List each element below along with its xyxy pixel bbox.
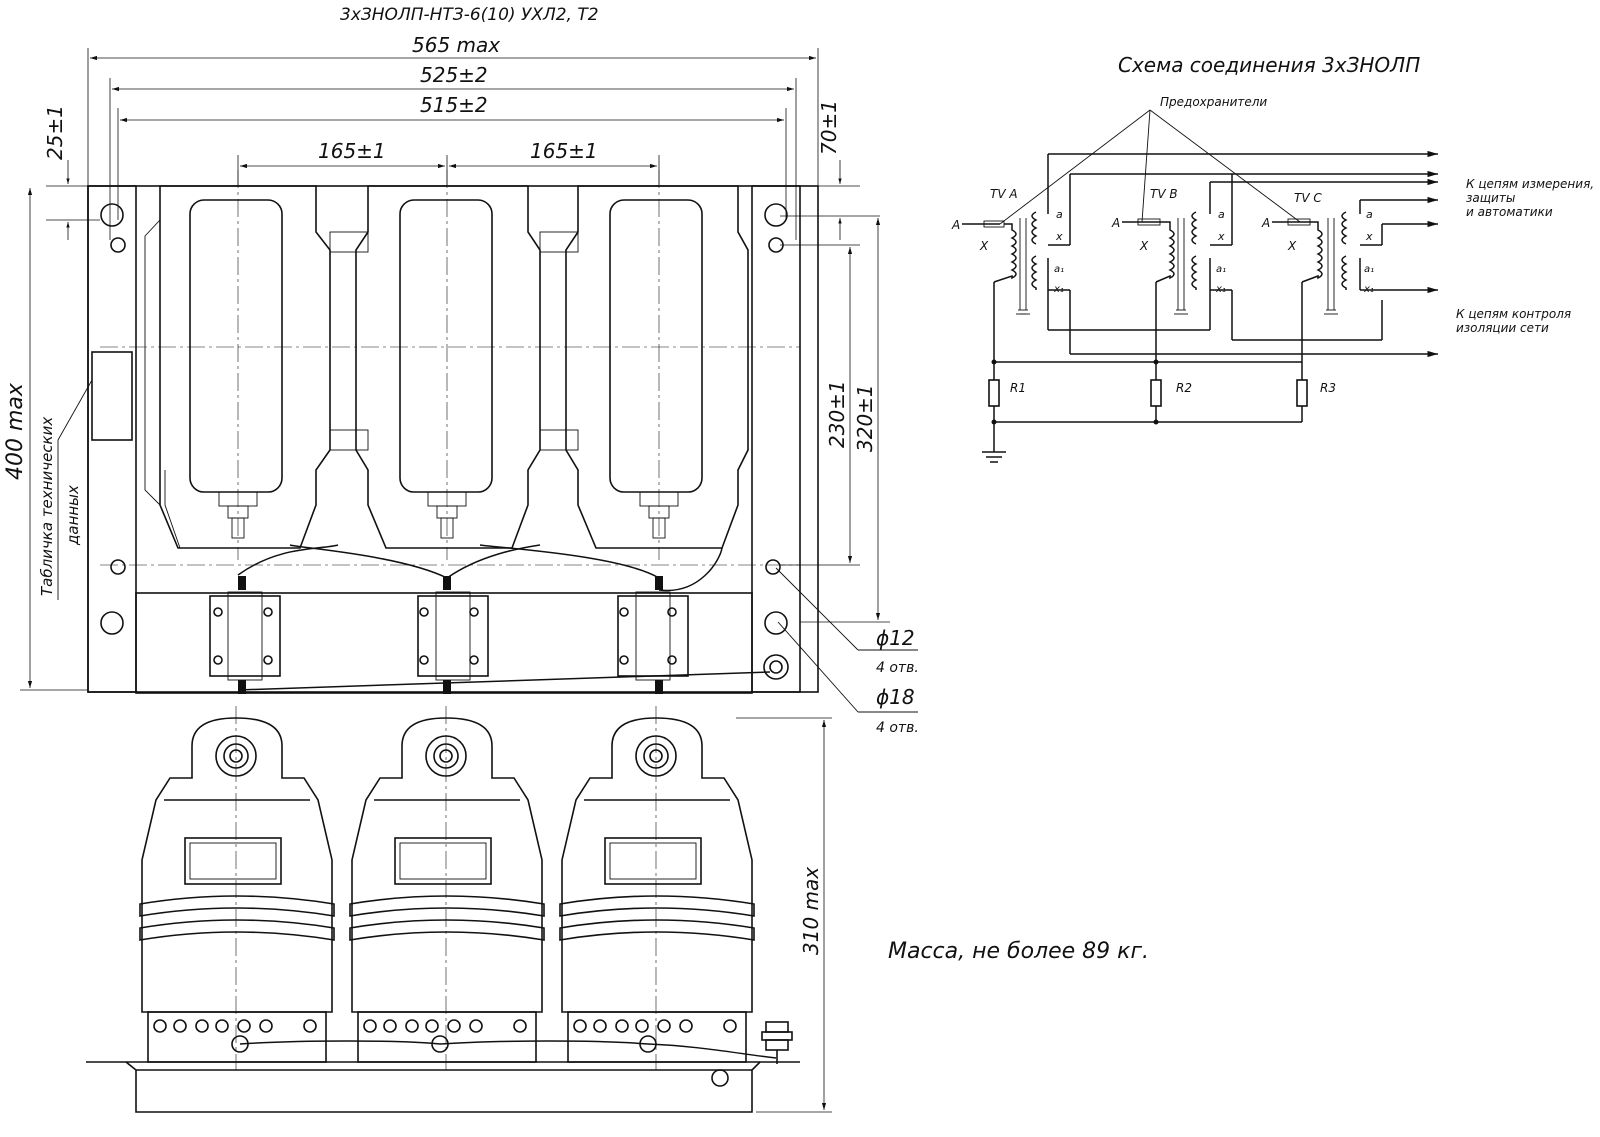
dim-mid-height: 230±1 [825, 380, 849, 448]
transformer-front-c [559, 706, 755, 1070]
phase-c-label: TV C [1294, 191, 1322, 205]
svg-text:A: A [1111, 216, 1120, 230]
output1-line2: защиты [1466, 191, 1515, 205]
plate-label-line1: Табличка технических [38, 417, 56, 596]
svg-text:a₁: a₁ [1054, 264, 1064, 275]
dim-base-width: 525±2 [420, 63, 488, 87]
schematic-title: Схема соединения 3хЗНОЛП [1118, 53, 1420, 77]
transformer-front-a [139, 706, 335, 1070]
connection-schematic: Схема соединения 3хЗНОЛП Предохранители … [951, 53, 1594, 463]
svg-text:a: a [1366, 208, 1373, 221]
dim-side-offset: 70±1 [817, 100, 841, 155]
terminal-screws [153, 1019, 737, 1033]
dim-side-height: 310 max [799, 867, 823, 955]
svg-text:A: A [1261, 216, 1270, 230]
hole-large-qty: 4 отв. [876, 720, 919, 736]
svg-text:X: X [1139, 239, 1149, 253]
resistor-r2: R2 [1176, 381, 1192, 395]
front-view [86, 706, 800, 1113]
phase-c: TV C A X a x a₁ x₁ R3 [1261, 191, 1438, 422]
svg-text:a₁: a₁ [1364, 264, 1374, 275]
dim-top-offset: 25±1 [43, 105, 67, 160]
dim-overall-width: 565 max [412, 33, 500, 57]
output2-line2: изоляции сети [1456, 321, 1549, 335]
hole-large-label: ϕ18 [876, 685, 915, 709]
transformer-front-b [349, 706, 545, 1070]
hole-small-label: ϕ12 [876, 626, 915, 650]
output2-line1: К цепям контроля [1456, 307, 1571, 321]
drawing-title: 3хЗНОЛП-НТЗ-6(10) УХЛ2, Т2 [340, 5, 599, 25]
plan-view [87, 170, 819, 694]
hole-small-qty: 4 отв. [876, 660, 919, 676]
mass-note: Масса, не более 89 кг. [888, 939, 1149, 964]
svg-text:x: x [1217, 230, 1225, 243]
dimensions-horizontal: 565 max 525±2 515±2 165±1 165±1 [87, 33, 819, 240]
dim-pitch-right: 165±1 [530, 139, 598, 163]
svg-text:x: x [1055, 230, 1063, 243]
svg-text:a: a [1218, 208, 1225, 221]
rail-clamps [209, 576, 689, 694]
phase-b: TV B A X a x a₁ x₁ R2 [1048, 170, 1438, 422]
transformer-plan-a [144, 170, 331, 560]
transformer-plan-b [355, 170, 541, 560]
fuses-label: Предохранители [1160, 95, 1267, 109]
phase-a-label: TV A [990, 187, 1018, 201]
output1-line1: К цепям измерения, [1466, 177, 1594, 191]
dim-overall-height: 400 max [3, 382, 28, 480]
mounting-holes [100, 203, 789, 680]
resistor-r1: R1 [1010, 381, 1026, 395]
dim-hole-height: 320±1 [853, 384, 877, 452]
resistor-r3: R3 [1320, 381, 1336, 395]
output1-line3: и автоматики [1466, 205, 1553, 219]
svg-text:a₁: a₁ [1216, 264, 1226, 275]
svg-text:a: a [1056, 208, 1063, 221]
phase-b-label: TV B [1150, 187, 1178, 201]
dimensions-vertical: 25±1 400 max Табличка технических данных… [3, 100, 919, 1113]
plate-label-line2: данных [64, 485, 82, 546]
dim-pitch-left: 165±1 [318, 139, 386, 163]
transformer-plan-c [565, 170, 749, 560]
dim-hole-spacing: 515±2 [420, 93, 488, 117]
svg-text:X: X [1287, 239, 1297, 253]
phase-a: TV A A X a x a₁ x₁ R1 [951, 150, 1438, 452]
svg-text:x: x [1365, 230, 1373, 243]
svg-text:X: X [979, 239, 989, 253]
svg-text:A: A [951, 218, 960, 232]
